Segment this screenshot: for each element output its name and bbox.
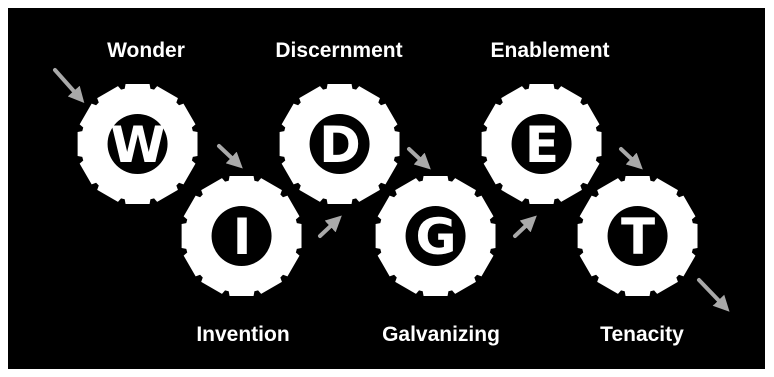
arrow-down-right-icon [407,147,431,170]
arrow-down-right-icon [619,147,643,170]
gear-e: E [481,84,602,204]
stage-label-wonder: Wonder [107,39,185,62]
gear-letter: T [621,208,655,266]
arrow-down-right-icon [697,278,730,312]
arrow-up-right-icon [513,215,537,238]
stage-label-tenacity: Tenacity [600,323,684,346]
gear-t: T [577,176,698,296]
stage-label-discernment: Discernment [275,39,402,62]
arrow-up-right-icon [318,215,342,238]
gear-letter: E [525,116,559,174]
gear-letter: W [110,116,165,174]
stage-label-galvanizing: Galvanizing [382,323,500,346]
gear-d: D [279,84,400,204]
gear-g: G [375,176,496,296]
arrow-down-right-icon [217,144,243,169]
arrow-down-right-icon [53,68,85,103]
gear-letter: G [415,208,456,266]
stage-label-enablement: Enablement [490,39,609,62]
gear-letter: D [319,116,361,174]
stage-label-invention: Invention [196,323,289,346]
gear-letter: I [233,208,252,266]
gear-i: I [181,176,302,296]
gear-w: W [77,84,198,204]
